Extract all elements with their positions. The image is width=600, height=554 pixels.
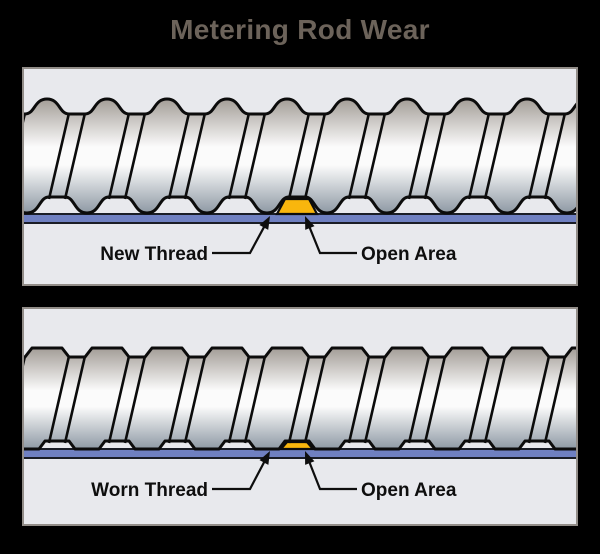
diagram-title: Metering Rod Wear [170, 14, 430, 45]
rod-illustration [24, 346, 576, 491]
open-area-label-worn: Open Area [361, 480, 457, 501]
panel-new-thread: New Thread Open Area [22, 67, 578, 286]
metering-blade-bar [24, 448, 576, 459]
open-area-label-new: Open Area [361, 244, 457, 265]
new-thread-label: New Thread [100, 244, 208, 265]
rod-illustration [24, 97, 576, 255]
arrowhead [305, 216, 315, 230]
open-area-highlight [278, 440, 316, 451]
worn-thread-illustration: Worn Thread Open Area [24, 346, 576, 501]
arrowhead [259, 451, 270, 465]
worn-thread-label: Worn Thread [91, 480, 208, 501]
metering-blade-bar [24, 213, 576, 224]
arrowhead [259, 216, 270, 230]
leader-line [212, 460, 266, 491]
thread-flank-lines [24, 355, 567, 444]
thread-flank-lines [24, 112, 567, 200]
leader-line [212, 225, 266, 255]
leader-line [308, 460, 357, 491]
leader-line [308, 225, 357, 255]
new-thread-illustration: New Thread Open Area [24, 97, 576, 265]
panel-worn-thread: Worn Thread Open Area [22, 307, 578, 526]
arrowhead [305, 451, 315, 465]
